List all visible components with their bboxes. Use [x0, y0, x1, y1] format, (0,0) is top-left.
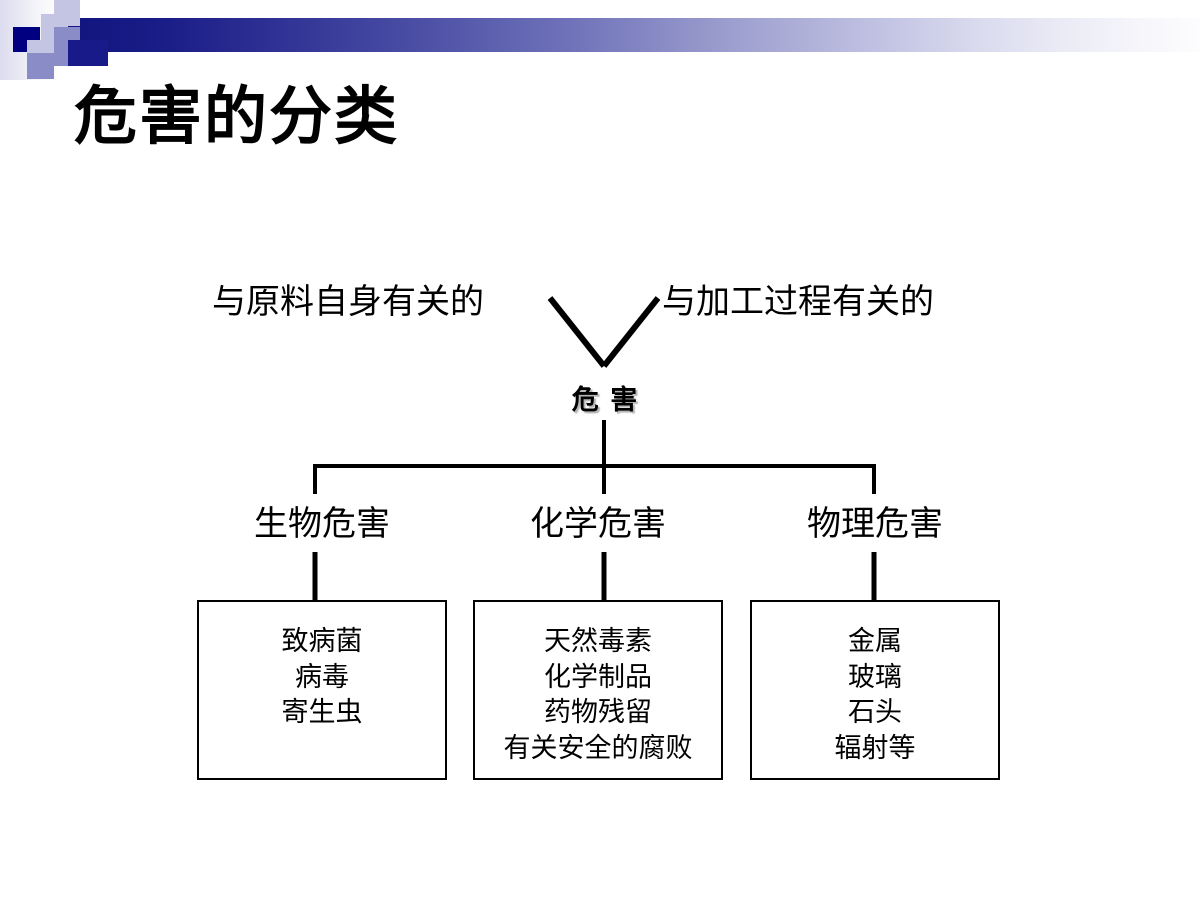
list-item: 辐射等	[834, 732, 916, 764]
page-title: 危害的分类	[74, 80, 399, 153]
list-item: 致病菌	[281, 626, 363, 657]
list-item: 病毒	[295, 661, 349, 693]
list-item: 寄生虫	[281, 697, 363, 729]
hazard-box-physical-items: 金属 玻璃 石头 辐射等	[752, 602, 998, 767]
list-item: 有关安全的腐败	[503, 732, 693, 764]
source-label-raw-material: 与原料自身有关的	[212, 282, 484, 322]
source-label-processing: 与加工过程有关的	[662, 282, 934, 322]
list-item: 石头	[848, 697, 902, 729]
hazard-box-chemical: 天然毒素 化学制品 药物残留 有关安全的腐败	[473, 600, 723, 780]
header-square-deep	[68, 40, 108, 66]
header-square-mid-bottom	[27, 53, 54, 79]
category-label-chemical: 化学危害	[530, 504, 666, 544]
list-item: 天然毒素	[544, 626, 652, 657]
hazard-box-biological: 致病菌 病毒 寄生虫	[197, 600, 447, 780]
list-item: 化学制品	[544, 661, 652, 693]
list-item: 药物残留	[544, 697, 652, 729]
hazard-box-chemical-items: 天然毒素 化学制品 药物残留 有关安全的腐败	[475, 602, 721, 767]
connector-v-right	[601, 296, 661, 368]
list-item: 玻璃	[848, 661, 902, 693]
hazard-box-physical: 金属 玻璃 石头 辐射等	[750, 600, 1000, 780]
category-label-physical: 物理危害	[807, 504, 943, 544]
list-item: 金属	[848, 626, 902, 657]
connector-v-left	[547, 296, 607, 368]
hazard-box-biological-items: 致病菌 病毒 寄生虫	[199, 602, 445, 731]
category-label-biological: 生物危害	[254, 504, 390, 544]
center-node-hazard: 危 害	[571, 385, 639, 416]
header-gradient-band	[60, 18, 1200, 52]
